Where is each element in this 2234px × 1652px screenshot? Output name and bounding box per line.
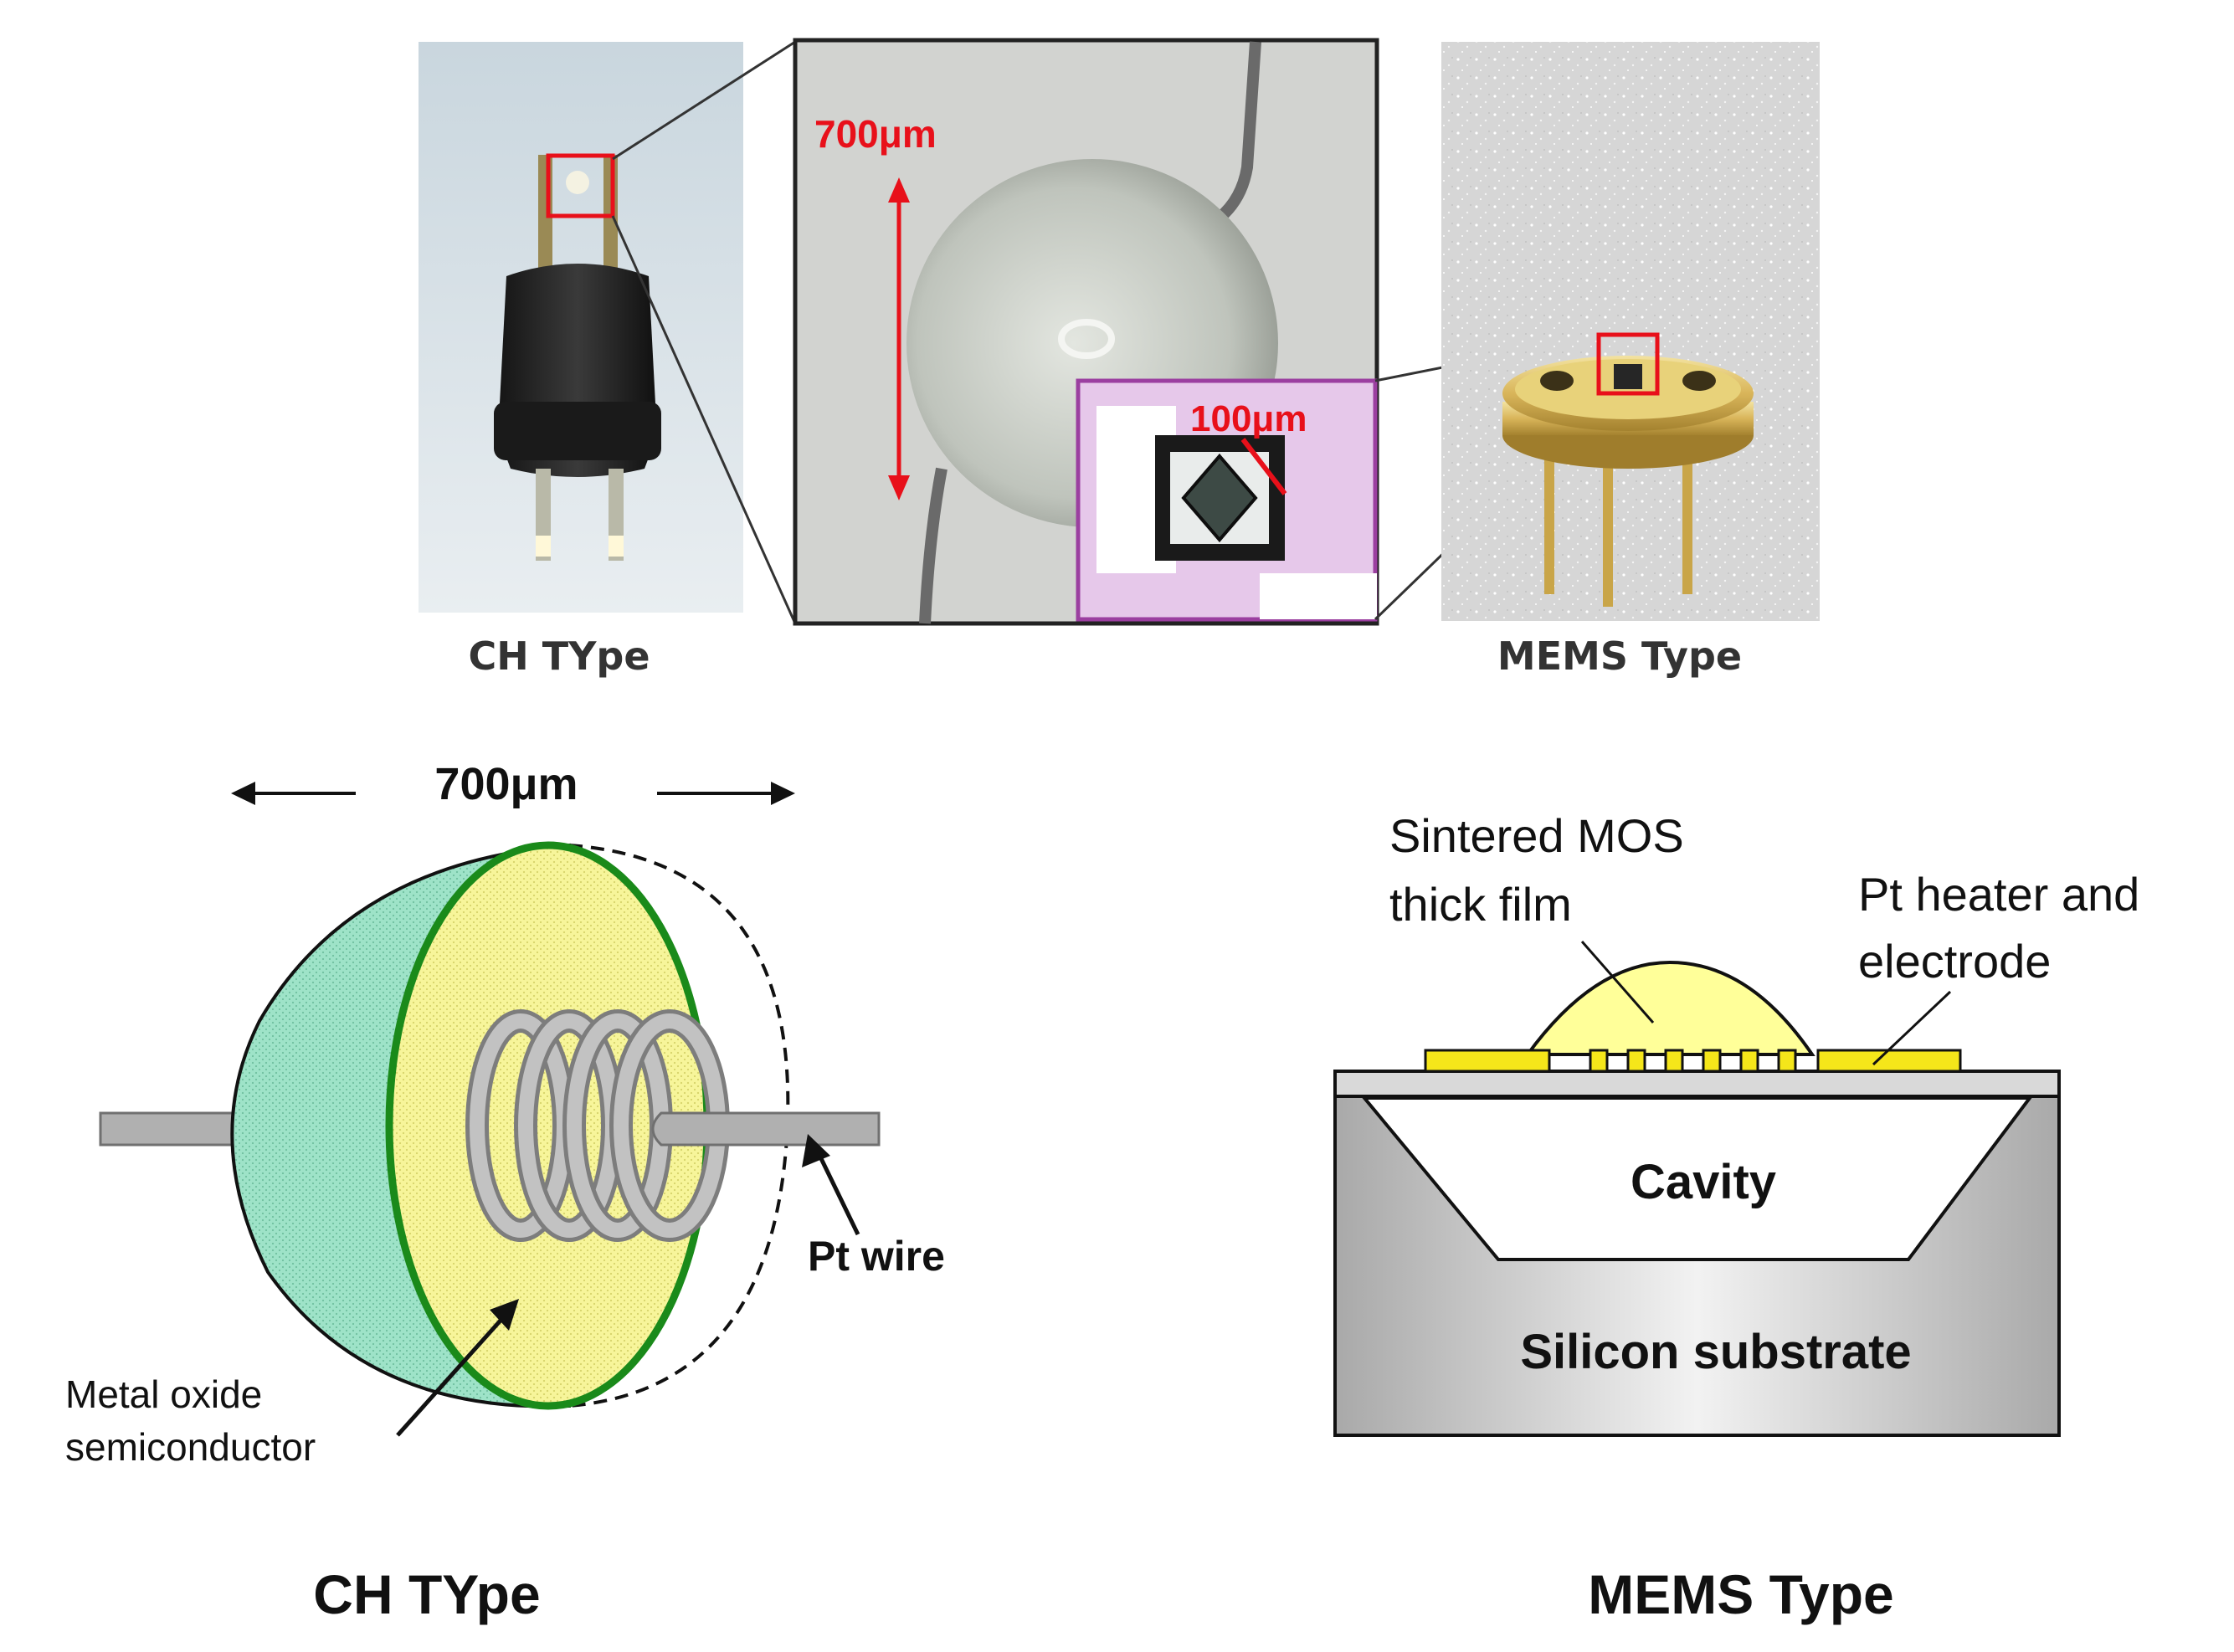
- ch-photo-caption: CH TYpe: [468, 634, 650, 679]
- left-pt-wire: [99, 1111, 236, 1147]
- zoom-size-arrow: [888, 177, 910, 500]
- mos-label-line1: Metal oxide: [65, 1372, 262, 1416]
- film-label-line1: Sintered MOS: [1389, 809, 1684, 862]
- mos-pointer: [396, 1312, 508, 1437]
- pt-wire-pointer: [814, 1147, 860, 1236]
- heater-label-line2: electrode: [1858, 935, 2051, 988]
- interdigitated-electrodes: [1589, 1049, 1797, 1073]
- electrode-right-pad: [1816, 1049, 1962, 1073]
- pt-wire-label: Pt wire: [808, 1233, 945, 1280]
- film-pointer: [1580, 941, 1655, 1024]
- cavity-label: Cavity: [1631, 1155, 1776, 1209]
- ch-dimension-label: 700μm: [434, 759, 578, 809]
- zoom-line-lower: [611, 215, 797, 624]
- ch-diagram: 700μm Pt wire Metal oxide sem: [65, 759, 945, 1625]
- electrode-left-pad: [1424, 1049, 1551, 1073]
- ch-highlight-box: [546, 153, 615, 218]
- chip-inset: 100μm: [1076, 378, 1378, 622]
- mems-highlight-box: [1596, 332, 1660, 396]
- zoom-chip-size-label: 100μm: [1190, 398, 1307, 439]
- mems-photo-caption: MEMS Type: [1497, 634, 1742, 679]
- mos-thick-film: [1524, 960, 1815, 1056]
- mems-diagram-caption: MEMS Type: [1588, 1563, 1893, 1625]
- mems-photo: [1441, 42, 1820, 621]
- substrate-label: Silicon substrate: [1520, 1325, 1911, 1379]
- zoom-line-upper: [612, 40, 796, 161]
- heater-pointer: [1872, 990, 1952, 1066]
- heater-label-line1: Pt heater and: [1858, 868, 2139, 921]
- membrane-layer: [1333, 1070, 2061, 1098]
- film-label-line2: thick film: [1389, 878, 1572, 931]
- right-pt-wire: [651, 1111, 881, 1147]
- ch-dimension-arrows: [231, 782, 795, 805]
- cavity: [1360, 1096, 2034, 1261]
- ch-diagram-caption: CH TYpe: [313, 1563, 540, 1625]
- ch-photo: [419, 42, 743, 613]
- mems-diagram: Sintered MOS thick film Pt heater and el…: [1333, 809, 2139, 1625]
- mos-label-line2: semiconductor: [65, 1425, 316, 1469]
- zoom-bead-size-label: 700μm: [814, 112, 937, 156]
